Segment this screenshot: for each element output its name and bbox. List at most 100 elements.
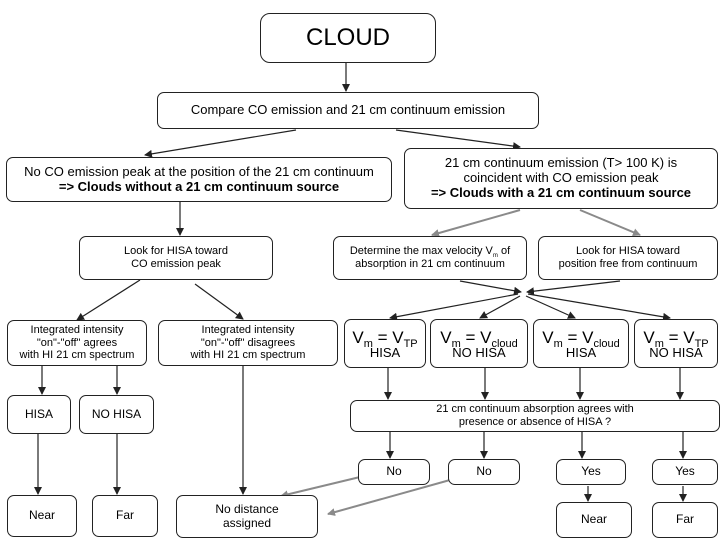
node-absorption-line1: 21 cm continuum absorption agrees with — [436, 403, 634, 416]
arrow-center-vm2 — [479, 295, 521, 319]
node-near-left-label: Near — [28, 508, 55, 523]
arrow-center-vm4 — [527, 293, 671, 321]
node-no-co-peak-line1: No CO emission peak at the position of t… — [24, 163, 374, 179]
node-continuum-line3: => Clouds with a 21 cm continuum source — [430, 184, 692, 200]
node-look-hisa-co-line2: CO emission peak — [131, 258, 221, 270]
node-no-hisa: NO HISA — [79, 395, 154, 434]
node-continuum-line2: coincident with CO emission peak — [463, 170, 659, 186]
vm-case-4-eqsign: = V — [663, 327, 695, 347]
node-near-left: Near — [7, 495, 77, 537]
node-continuum-line1: 21 cm continuum emission (T> 100 K) is — [444, 155, 678, 171]
arrow-determine-center — [459, 280, 522, 295]
node-cloud-label: CLOUD — [305, 24, 390, 52]
vm-case-4-eq: Vm = VTP — [643, 327, 708, 350]
node-agrees-line1: Integrated intensity — [30, 324, 124, 337]
node-determine-vm-line1: Determine the max velocity Vm of — [349, 245, 511, 260]
vm-case-1-eqsign: = V — [372, 327, 404, 347]
node-no-2-label: No — [476, 464, 492, 479]
node-yes-1-label: Yes — [581, 464, 601, 479]
vm-case-1-m: m — [363, 337, 373, 350]
node-near-right-label: Near — [580, 512, 607, 527]
node-far-right: Far — [652, 502, 718, 538]
vm-case-3-sub: cloud — [593, 337, 620, 350]
node-no-co-peak: No CO emission peak at the position of t… — [6, 157, 392, 202]
node-cloud: CLOUD — [260, 13, 436, 63]
arrow-look-disagrees — [194, 283, 244, 320]
node-hisa: HISA — [7, 395, 71, 434]
node-look-hisa-free-line2: position free from continuum — [558, 258, 698, 270]
node-no-distance-line2: assigned — [222, 515, 272, 530]
node-determine-vm: Determine the max velocity Vm of absorpt… — [333, 236, 527, 280]
node-no-2: No — [448, 459, 520, 485]
node-look-hisa-co-line1: Look for HISA toward — [124, 245, 228, 258]
vm-case-3-eqsign: = V — [562, 327, 594, 347]
node-agrees-line2: "on"-"off" agrees — [36, 336, 118, 349]
node-agrees-line3: with HI 21 cm spectrum — [19, 349, 135, 362]
vm-case-3-label: HISA — [565, 344, 597, 360]
vm-case-1-label: HISA — [369, 344, 401, 360]
node-vm-case-3: Vm = Vcloud HISA — [533, 319, 629, 368]
node-vm-case-4: Vm = VTP NO HISA — [634, 319, 718, 368]
arrow-free-center — [526, 280, 621, 296]
node-absorption-check: 21 cm continuum absorption agrees with p… — [350, 400, 720, 432]
node-vm-case-2: Vm = Vcloud NO HISA — [430, 319, 528, 368]
vm-case-3-m: m — [553, 337, 563, 350]
node-compare: Compare CO emission and 21 cm continuum … — [157, 92, 539, 129]
arrow-center-vm1 — [389, 293, 519, 321]
vm-case-2-m: m — [451, 337, 461, 350]
node-no-1-label: No — [386, 464, 402, 479]
node-yes-2-label: Yes — [675, 464, 695, 479]
node-onoff-agrees: Integrated intensity "on"-"off" agrees w… — [7, 320, 147, 366]
node-hisa-label: HISA — [24, 406, 53, 421]
node-look-hisa-free: Look for HISA toward position free from … — [538, 236, 718, 280]
vm-case-1-sub: TP — [403, 337, 418, 350]
node-absorption-line2: presence or absence of HISA ? — [458, 416, 612, 428]
node-yes-1: Yes — [556, 459, 626, 485]
vm-case-2-label: NO HISA — [452, 344, 506, 360]
arrow-right-determine — [431, 209, 521, 237]
determine-vm-sub: m — [492, 253, 498, 260]
arrow-compare-right — [395, 129, 521, 151]
vm-case-2-v: V — [440, 327, 452, 347]
node-onoff-disagrees: Integrated intensity "on"-"off" disagree… — [158, 320, 338, 366]
determine-vm-post: of — [497, 245, 511, 258]
vm-case-4-v: V — [643, 327, 655, 347]
node-near-right: Near — [556, 502, 632, 538]
vm-case-4-label: NO HISA — [649, 344, 703, 360]
node-look-hisa-co: Look for HISA toward CO emission peak — [79, 236, 273, 280]
vm-case-2-eqsign: = V — [460, 327, 492, 347]
node-no-hisa-label: NO HISA — [91, 406, 142, 421]
vm-case-4-sub: TP — [694, 337, 709, 350]
arrow-center-vm3 — [525, 295, 576, 319]
node-disagrees-line3: with HI 21 cm spectrum — [190, 349, 306, 362]
vm-case-4-m: m — [654, 337, 664, 350]
node-no-distance-line1: No distance — [215, 501, 279, 516]
node-look-hisa-free-line1: Look for HISA toward — [576, 245, 680, 258]
node-no-distance: No distance assigned — [176, 495, 318, 538]
determine-vm-pre: Determine the max velocity V — [349, 245, 493, 258]
vm-case-3-eq: Vm = Vcloud — [542, 327, 620, 350]
arrow-compare-left — [144, 129, 297, 158]
arrow-right-free — [579, 209, 641, 236]
node-no-co-peak-line2: => Clouds without a 21 cm continuum sour… — [58, 178, 340, 194]
node-yes-2: Yes — [652, 459, 718, 485]
node-far-left: Far — [92, 495, 158, 537]
node-no-1: No — [358, 459, 430, 485]
node-far-left-label: Far — [116, 508, 134, 523]
arrow-no2-nodist — [327, 479, 451, 516]
vm-case-1-v: V — [352, 327, 364, 347]
vm-case-2-eq: Vm = Vcloud — [440, 327, 518, 350]
vm-case-2-sub: cloud — [491, 337, 518, 350]
vm-case-3-v: V — [542, 327, 554, 347]
node-continuum-coincident: 21 cm continuum emission (T> 100 K) is c… — [404, 148, 718, 209]
node-compare-label: Compare CO emission and 21 cm continuum … — [190, 102, 506, 118]
arrow-look-agrees — [76, 279, 141, 321]
vm-case-1-eq: Vm = VTP — [352, 327, 417, 350]
node-determine-vm-line2: absorption in 21 cm continuum — [355, 258, 505, 270]
arrow-no1-nodist — [280, 476, 361, 499]
node-disagrees-line2: "on"-"off" disagrees — [200, 336, 296, 349]
node-far-right-label: Far — [676, 512, 694, 527]
node-disagrees-line1: Integrated intensity — [201, 324, 295, 337]
